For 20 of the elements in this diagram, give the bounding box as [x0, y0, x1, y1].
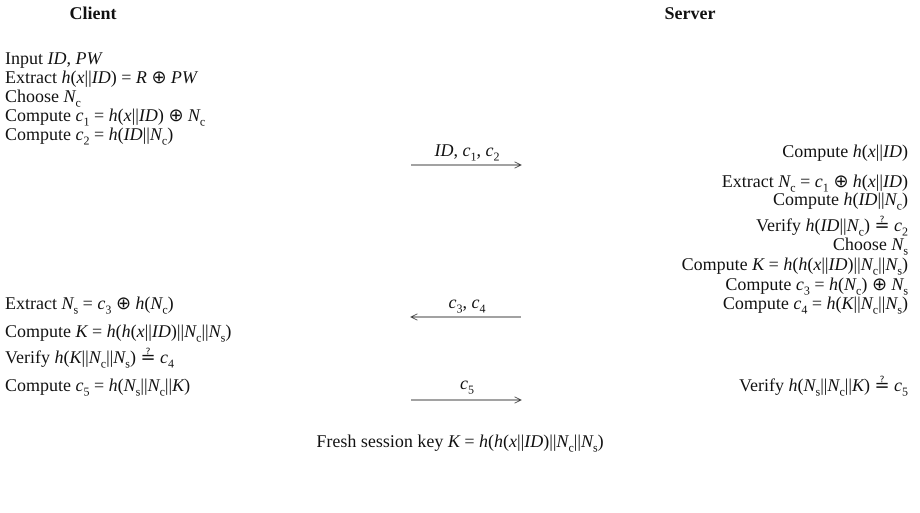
protocol-step: Extract N$_{s}$ = c$_{3}$ ⊕ h(N$_{c}$)	[5, 293, 174, 313]
protocol-step: Compute c$_{2}$ = h(ID||N$_{c}$)	[5, 124, 174, 144]
protocol-step: Extract h(x||ID) = R ⊕ PW	[5, 67, 197, 87]
protocol-step: Compute h(x||ID)	[782, 141, 908, 161]
protocol-step: Verify h(N$_{s}$||N$_{c}$||K) ≟ c$_{5}$	[739, 375, 908, 395]
protocol-step: Input ID, PW	[5, 48, 102, 68]
protocol-step: Compute K = h(h(x||ID)||N$_{c}$||N$_{s}$)	[5, 321, 232, 341]
protocol-step: Choose N$_{c}$	[5, 86, 81, 106]
message-label: c$_{3}$, c$_{4}$	[448, 292, 486, 312]
column-heading: Client	[70, 3, 116, 23]
message-label: c$_{5}$	[460, 373, 474, 393]
protocol-step: Verify h(ID||N$_{c}$) ≟ c$_{2}$	[756, 215, 908, 235]
protocol-step: Compute c$_{5}$ = h(N$_{s}$||N$_{c}$||K)	[5, 375, 190, 395]
protocol-step: Compute K = h(h(x||ID)||N$_{c}$||N$_{s}$)	[682, 254, 908, 274]
note-text: Fresh session key K = h(h(x||ID)||N$_{c}$||N$_{s}$)	[316, 431, 604, 451]
message-label: ID, c$_{1}$, c$_{2}$	[434, 140, 500, 160]
column-heading: Server	[664, 3, 716, 23]
protocol-step: Extract N$_{c}$ = c$_{1}$ ⊕ h(x||ID)	[722, 171, 908, 191]
protocol-step: Verify h(K||N$_{c}$||N$_{s}$) ≟ c$_{4}$	[5, 347, 174, 367]
protocol-step: Compute c$_{3}$ = h(N$_{c}$) ⊕ N$_{s}$	[725, 274, 908, 294]
